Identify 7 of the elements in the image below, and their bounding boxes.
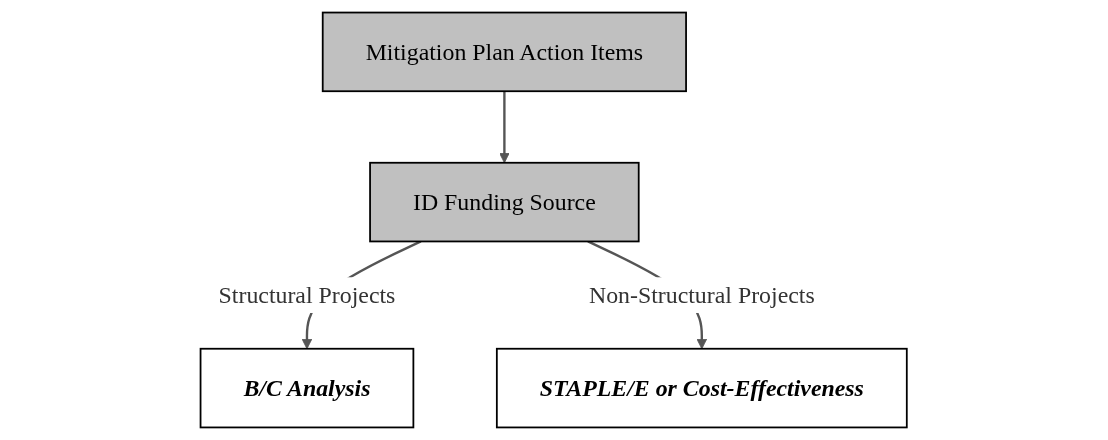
edge-label: Non-Structural Projects [589,282,816,309]
arrow [499,91,510,164]
node-box: ID Funding Source [369,161,640,243]
edge-label: Structural Projects [218,282,396,309]
node-box: Mitigation Plan Action Items [322,11,688,93]
node-box: B/C Analysis [200,347,415,429]
node-box: STAPLE/E or Cost-Effectiveness [496,347,908,429]
